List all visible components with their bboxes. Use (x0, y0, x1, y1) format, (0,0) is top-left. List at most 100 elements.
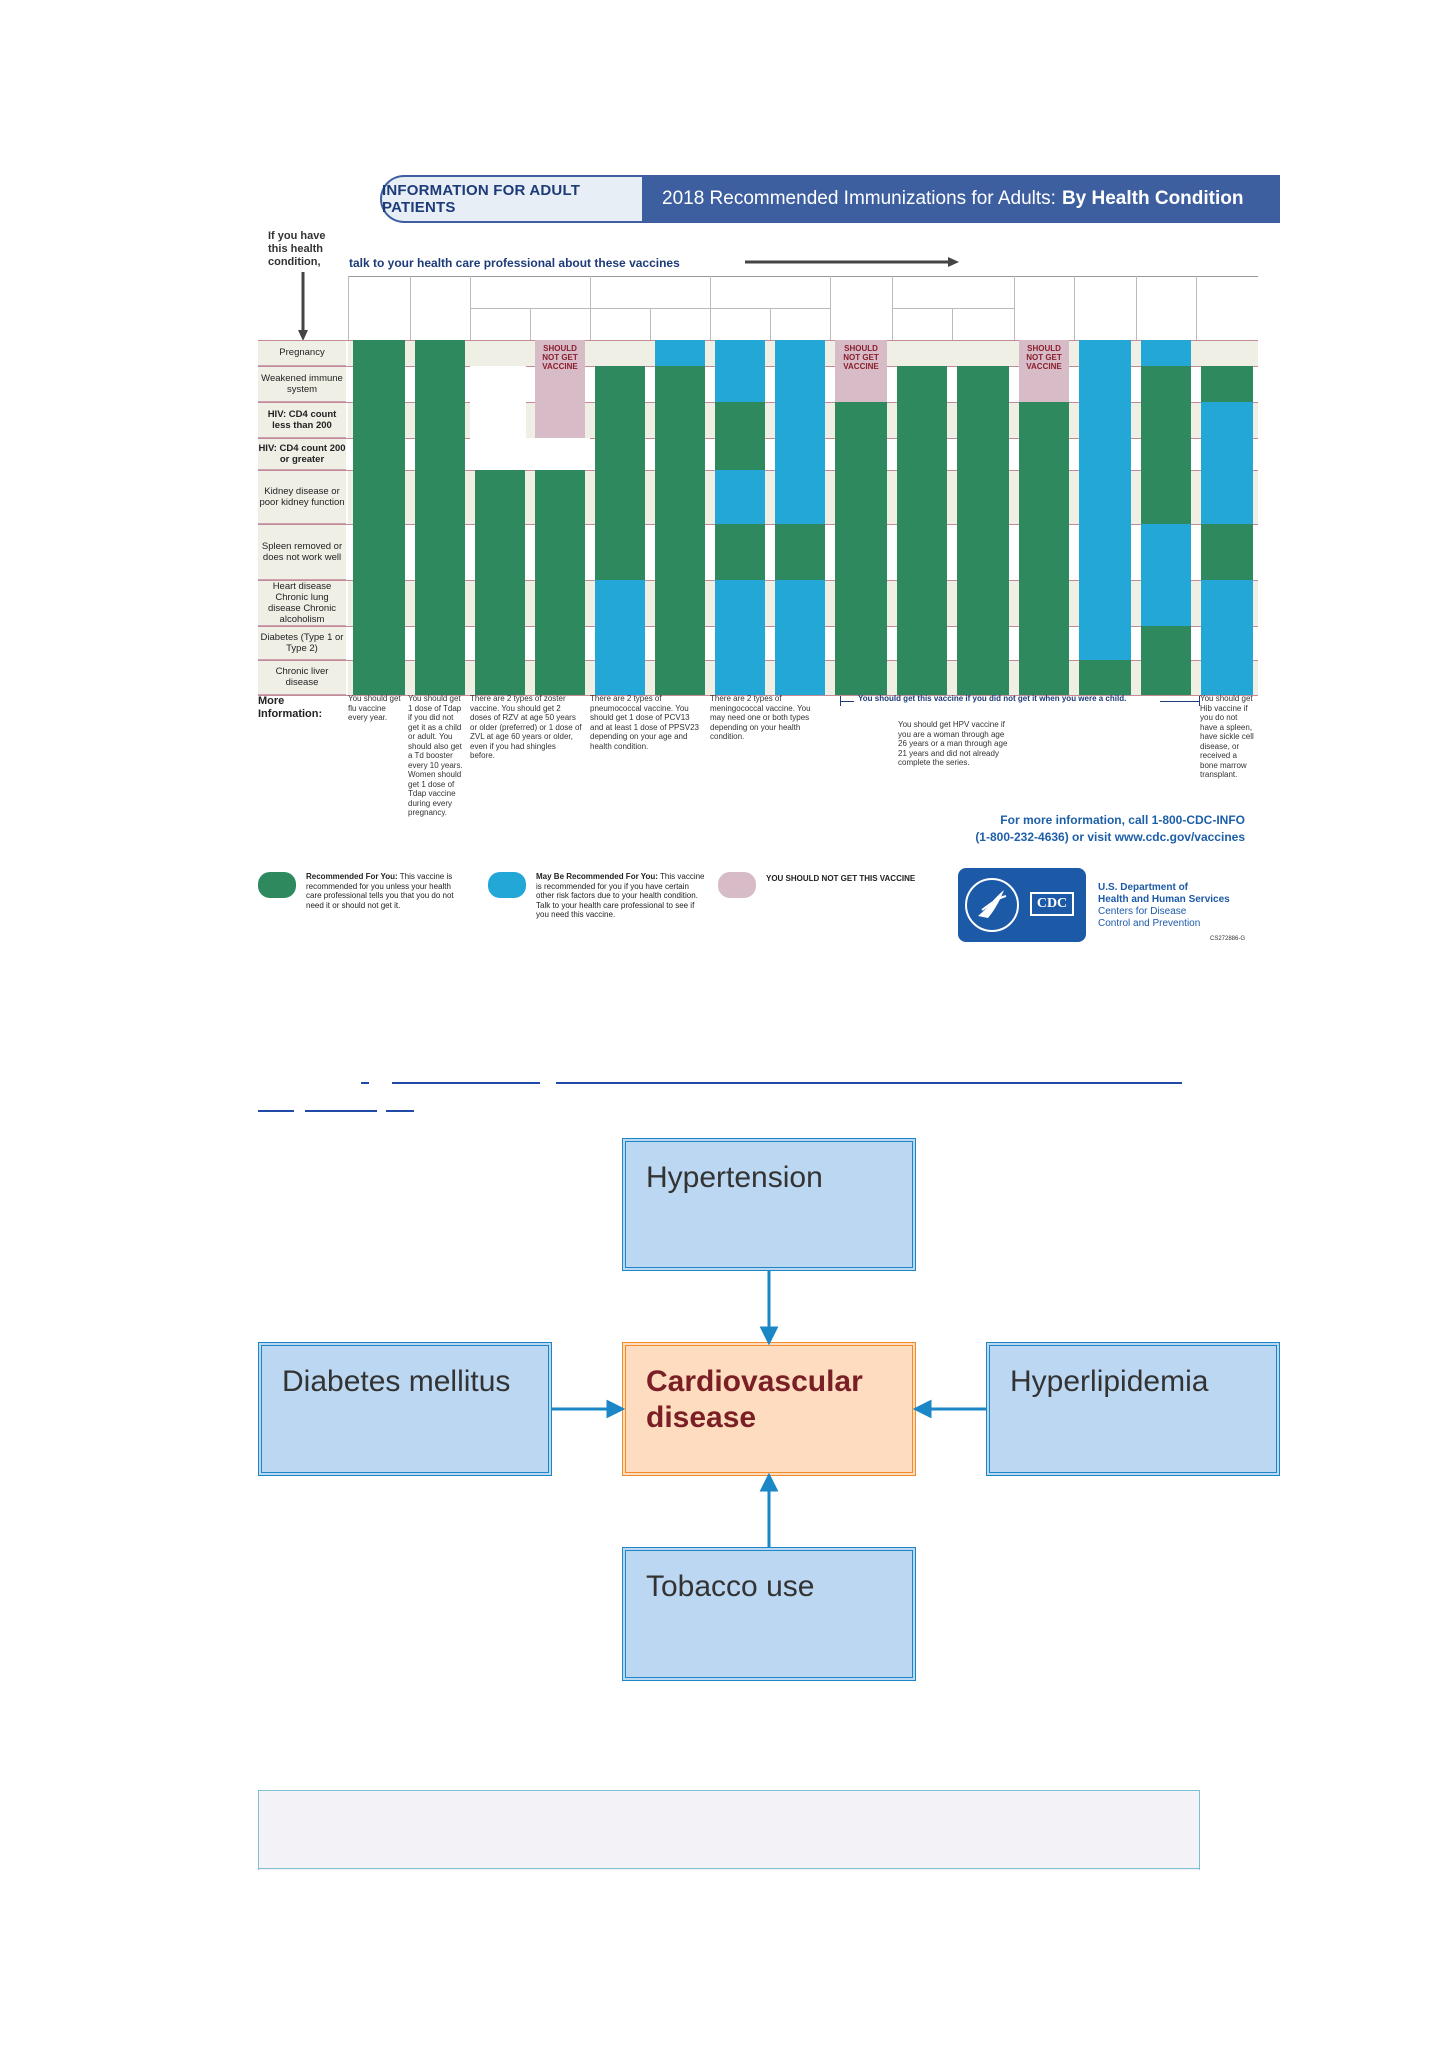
blank-cell (470, 366, 526, 438)
talk-label: talk to your health care professional ab… (349, 256, 680, 270)
maybe-recommended-bar (1201, 580, 1253, 695)
recommended-bar (595, 366, 645, 580)
maybe-recommended-bar (775, 340, 825, 524)
recommended-bar (715, 524, 765, 580)
banner-title-prefix: 2018 Recommended Immunizations for Adult… (662, 188, 1056, 209)
more-info-flu: You should get flu vaccine every year. (348, 694, 401, 722)
subheader-line (892, 308, 1014, 309)
arrow-head (759, 1472, 779, 1492)
link-underline[interactable] (556, 1082, 1182, 1084)
recommended-bar (1141, 366, 1191, 402)
recommended-bar (475, 438, 525, 695)
more-info-shingles: There are 2 types of zoster vaccine. You… (470, 694, 582, 760)
condition-label: Weakened immune system (258, 366, 346, 402)
diagram-box-tobacco: Tobacco use (622, 1547, 916, 1681)
legend-swatch-recommended (258, 872, 296, 898)
recommended-bar (1141, 626, 1191, 695)
recommended-bar (1201, 524, 1253, 580)
recommended-bar (835, 402, 887, 695)
recommended-bar (1201, 366, 1253, 402)
maybe-recommended-bar (1079, 340, 1131, 660)
arrow-head (759, 1326, 779, 1346)
maybe-recommended-bar (715, 340, 765, 402)
recommended-bar (897, 366, 947, 695)
diagram-box-hypertension: Hypertension (622, 1138, 916, 1271)
banner-label: INFORMATION FOR ADULT PATIENTS (380, 175, 642, 223)
hhs-cdc-logo: CDC (958, 868, 1086, 942)
banner-title: 2018 Recommended Immunizations for Adult… (642, 175, 1280, 223)
subheader-line (470, 308, 590, 309)
condition-label: Heart disease Chronic lung disease Chron… (258, 580, 346, 626)
cdc-logo-text: CDC (1030, 892, 1074, 916)
condition-label: Pregnancy (258, 340, 346, 366)
maybe-recommended-bar (1141, 340, 1191, 366)
recommended-bar (1141, 402, 1191, 524)
arrow-head (912, 1399, 932, 1419)
diagram-box-diabetes: Diabetes mellitus (258, 1342, 552, 1476)
should-not-cell: SHOULD NOT GET VACCINE (835, 340, 887, 402)
diagram-box-cardiovascular: Cardiovascular disease (622, 1342, 916, 1476)
hhs-eagle-icon (965, 878, 1019, 932)
blank-cell (470, 438, 590, 470)
recommended-bar (655, 366, 705, 695)
recommended-bar (1019, 402, 1069, 695)
recommended-bar (1079, 660, 1131, 695)
more-info-hib: You should get Hib vaccine if you do not… (1200, 694, 1254, 779)
contact-line-2: (1-800-232-4636) or visit www.cdc.gov/va… (975, 830, 1245, 844)
link-underline[interactable] (305, 1110, 377, 1112)
more-info-hpv: You should get HPV vaccine if you are a … (898, 720, 1008, 767)
link-underline[interactable] (386, 1110, 414, 1112)
link-underline[interactable] (392, 1082, 540, 1084)
more-info-pneumococcal: There are 2 types of pneumococcal vaccin… (590, 694, 699, 751)
recommended-bar (353, 340, 405, 695)
contact-info: For more information, call 1-800-CDC-INF… (900, 812, 1245, 846)
recommended-bar (957, 366, 1009, 695)
right-arrow-icon (745, 257, 959, 267)
condition-label: Spleen removed or does not work well (258, 524, 346, 580)
arrow-head (606, 1399, 626, 1419)
legend-recommended: Recommended For You: This vaccine is rec… (306, 872, 454, 910)
link-underline[interactable] (361, 1082, 369, 1084)
should-not-cell: SHOULD NOT GET VACCINE (1019, 340, 1069, 402)
recommended-bar (715, 402, 765, 470)
recommended-bar (535, 438, 585, 695)
legend-not: YOU SHOULD NOT GET THIS VACCINE (766, 874, 916, 883)
recommended-bar (775, 524, 825, 580)
recommended-bar (415, 340, 465, 695)
maybe-recommended-bar (1201, 402, 1253, 524)
should-not-cell: SHOULD NOT GET VACCINE (535, 340, 585, 438)
if-you-have-label: If you have this health condition, (268, 230, 326, 268)
condition-label: Chronic liver disease (258, 660, 346, 695)
document-code: CS272886-G (1210, 936, 1246, 942)
header-banner: INFORMATION FOR ADULT PATIENTS 2018 Reco… (380, 175, 1280, 223)
condition-label: HIV: CD4 count less than 200 (258, 402, 346, 438)
diagram-box-hyperlipidemia: Hyperlipidemia (986, 1342, 1280, 1476)
more-info-child: You should get this vaccine if you did n… (858, 694, 1127, 703)
more-info-label: More Information: (258, 695, 323, 720)
maybe-recommended-bar (595, 580, 645, 695)
condition-label: Diabetes (Type 1 or Type 2) (258, 626, 346, 660)
hhs-text: U.S. Department of Health and Human Serv… (1098, 882, 1230, 929)
down-arrow-icon (298, 272, 308, 341)
maybe-recommended-bar (775, 580, 825, 695)
row-line (258, 695, 1258, 696)
more-info-tdap: You should get 1 dose of Tdap if you did… (408, 694, 463, 817)
link-underline[interactable] (258, 1110, 294, 1112)
caption-divider (258, 1868, 1200, 1869)
maybe-recommended-bar (1141, 524, 1191, 626)
subheader-line (710, 308, 830, 309)
legend-swatch-not (718, 872, 756, 898)
condition-label: HIV: CD4 count 200 or greater (258, 438, 346, 470)
contact-line-1: For more information, call 1-800-CDC-INF… (1000, 813, 1245, 827)
condition-label: Kidney disease or poor kidney function (258, 470, 346, 524)
empty-caption-box (258, 1790, 1200, 1870)
legend-swatch-maybe (488, 872, 526, 898)
child-bracket (840, 696, 1200, 706)
maybe-recommended-bar (715, 580, 765, 695)
subheader-line (590, 308, 710, 309)
banner-title-bold: By Health Condition (1061, 188, 1244, 209)
more-info-meningococcal: There are 2 types of meningococcal vacci… (710, 694, 811, 741)
maybe-recommended-bar (715, 470, 765, 524)
legend-maybe: May Be Recommended For You: This vaccine… (536, 872, 705, 919)
